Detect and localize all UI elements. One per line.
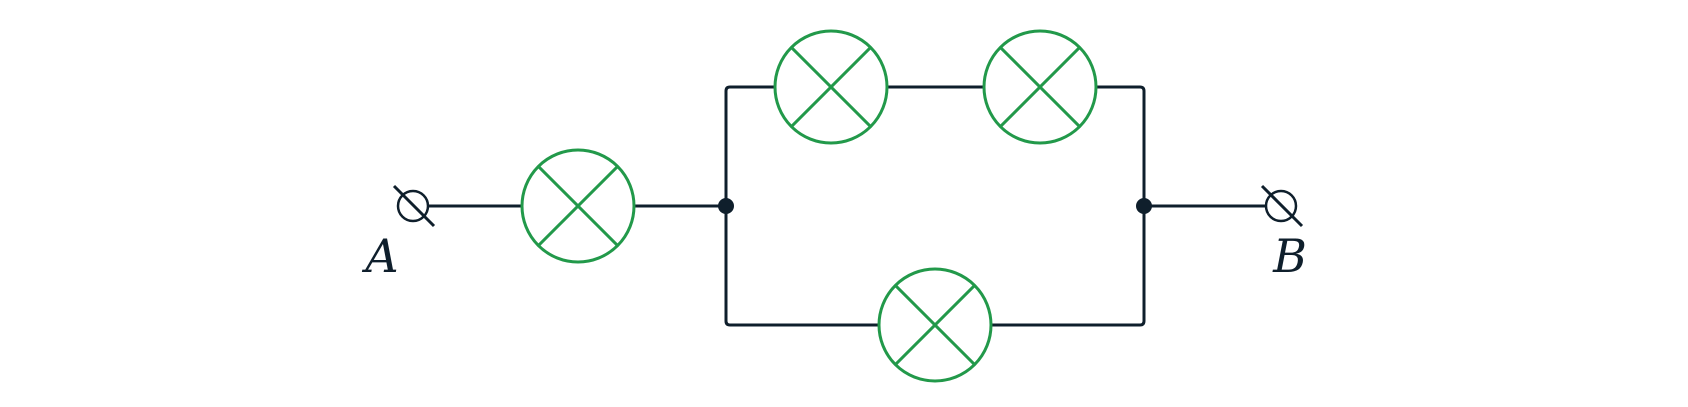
terminal-slash-icon [392, 184, 436, 228]
lamp-icon [520, 148, 636, 264]
wire-lamp4-to-right-junction [990, 204, 1146, 327]
wire-left-junction-down-to-lamp4 [724, 204, 880, 327]
wire-lamp3-to-right-junction [1095, 85, 1146, 208]
junction-dot-right [1136, 198, 1152, 214]
terminal-label-b: B [1272, 229, 1307, 283]
lamp-cross-line [790, 46, 872, 128]
lamp-cross-line [999, 46, 1081, 128]
terminal-b [1260, 184, 1304, 228]
lamp-icon [982, 29, 1098, 145]
terminal-slash-icon [1260, 184, 1304, 228]
terminal-a [392, 184, 436, 228]
lamp-icon [877, 267, 993, 383]
wire-left-junction-up-to-lamp2 [724, 85, 776, 208]
lamp-cross-line [894, 284, 976, 366]
terminal-label-a: A [361, 229, 398, 283]
lamp-cross-line [537, 165, 619, 247]
junction-dot-left [718, 198, 734, 214]
lamp-icon [773, 29, 889, 145]
wires [425, 85, 1268, 327]
